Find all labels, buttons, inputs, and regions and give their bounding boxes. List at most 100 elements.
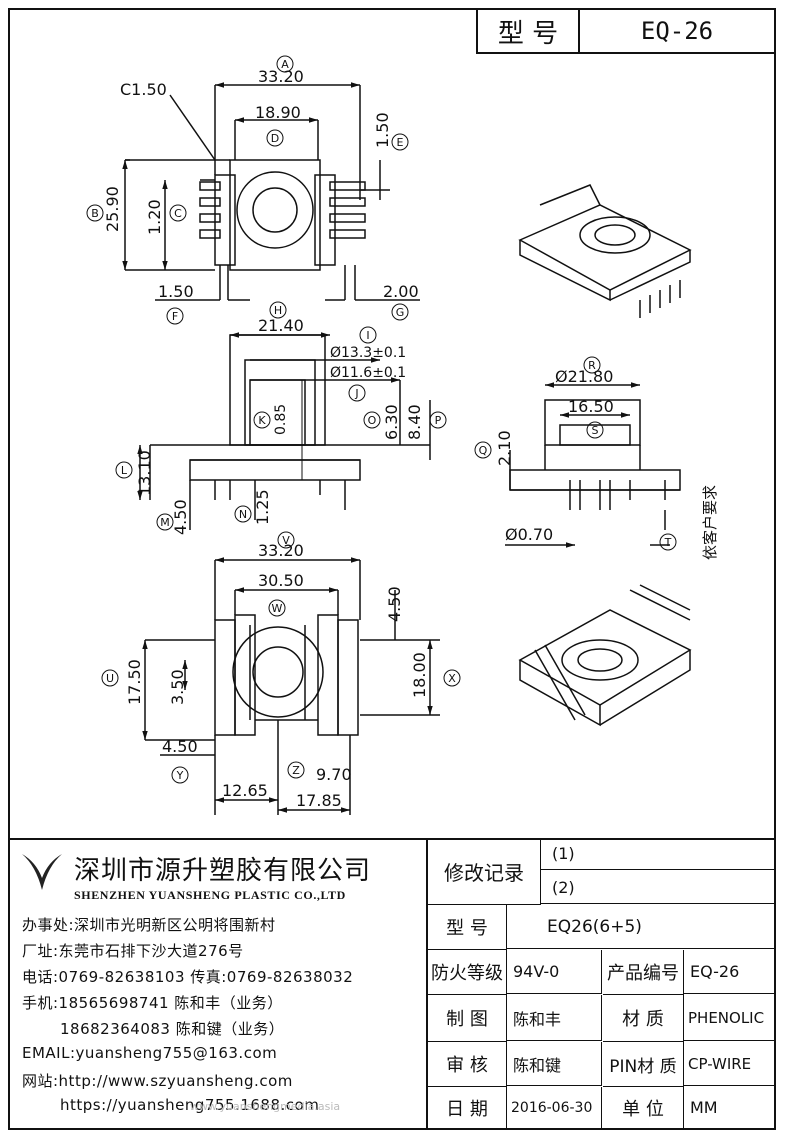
unit-label: 单 位 xyxy=(603,1087,684,1128)
bubble-h: H xyxy=(269,301,287,319)
dim-e450: 4.50 xyxy=(385,586,404,622)
unit-value: MM xyxy=(690,1098,718,1117)
revision-2: (2) xyxy=(540,871,776,904)
dim-b: 25.90 xyxy=(103,186,122,232)
dim-j: Ø11.6±0.1 xyxy=(330,365,406,381)
mobile-2: 18682364083 陈和键（业务） xyxy=(60,1020,285,1038)
dim-v: 33.20 xyxy=(258,541,304,560)
svg-text:Z: Z xyxy=(292,764,300,777)
svg-text:D: D xyxy=(271,132,279,145)
svg-text:V: V xyxy=(282,534,290,547)
dim-i: Ø13.3±0.1 xyxy=(330,345,406,361)
technical-drawing: 33.20 C1.50 18.90 1.50 25.90 1.20 1.50 2… xyxy=(86,55,719,815)
website-1: 网站:http://www.szyuansheng.com xyxy=(22,1072,293,1090)
dim-y: 4.50 xyxy=(162,737,198,756)
svg-text:O: O xyxy=(368,414,377,427)
front-view xyxy=(122,82,420,301)
company-name-cn: 深圳市源升塑胶有限公司 xyxy=(74,856,372,886)
svg-text:X: X xyxy=(448,672,456,685)
checked-by-label: 审 核 xyxy=(428,1042,507,1087)
material-value: PHENOLIC xyxy=(684,995,776,1041)
dim-k: 0.85 xyxy=(273,404,289,435)
dim-a1265: 12.65 xyxy=(222,781,268,800)
bubble-i: I xyxy=(359,326,377,344)
bubble-d: D xyxy=(266,129,284,147)
drawn-by-value: 陈和丰 xyxy=(507,995,602,1041)
bubble-e: E xyxy=(391,133,409,151)
company-name-en: SHENZHEN YUANSHENG PLASTIC CO.,LTD xyxy=(74,888,346,902)
svg-text:J: J xyxy=(354,387,358,400)
bubble-p: P xyxy=(429,411,447,429)
iso-view-top xyxy=(518,184,692,318)
website-2: https://yuansheng755.1688.com xyxy=(60,1096,320,1114)
bubble-u: U xyxy=(101,669,119,687)
note-customer: 依客户要求 xyxy=(701,485,719,560)
bubble-a: A xyxy=(276,55,294,73)
svg-text:T: T xyxy=(664,536,672,549)
dim-c: 1.20 xyxy=(145,199,164,235)
office-address: 办事处:深圳市光明新区公明将围新村 xyxy=(22,916,276,934)
pin-material-value: CP-WIRE xyxy=(684,1042,776,1086)
model-value: EQ26(6+5) xyxy=(507,905,776,949)
dim-m: 4.50 xyxy=(171,499,190,535)
fire-rating-value: 94V-0 xyxy=(507,950,602,994)
company-logo xyxy=(22,853,62,890)
bubble-j: J xyxy=(348,384,366,402)
svg-text:K: K xyxy=(258,414,266,427)
svg-text:Y: Y xyxy=(176,769,184,782)
dim-a: 33.20 xyxy=(258,67,304,86)
svg-text:N: N xyxy=(239,508,247,521)
bubble-c: C xyxy=(169,204,187,222)
email: EMAIL:yuansheng755@163.com xyxy=(22,1044,278,1062)
product-no-label: 产品编号 xyxy=(603,950,684,995)
info-block xyxy=(8,838,776,1130)
type-value-cell: EQ-26 xyxy=(640,17,714,45)
svg-text:C: C xyxy=(174,207,182,220)
bubble-s: S xyxy=(586,421,604,439)
spec-table: 修改记录 (1) (2) 型 号 EQ26(6+5) 防火等级 94V-0 产品… xyxy=(190,838,776,1130)
svg-text:R: R xyxy=(588,359,596,372)
dim-q: 2.10 xyxy=(495,430,514,466)
dim-s: 16.50 xyxy=(568,397,614,416)
fire-rating-label: 防火等级 xyxy=(428,950,507,995)
bottom-view xyxy=(142,557,440,815)
dim-w: 30.50 xyxy=(258,571,304,590)
bubble-v: V xyxy=(277,531,295,549)
factory-address: 厂址:东莞市石排下沙大道276号 xyxy=(22,942,244,960)
phone-fax: 电话:0769-82638103 传真:0769-82638032 xyxy=(22,968,354,986)
bubble-k: K xyxy=(253,411,271,429)
dim-l: 13.10 xyxy=(135,450,154,496)
dim-e: 1.50 xyxy=(373,112,392,148)
mobile-1: 手机:18565698741 陈和丰（业务） xyxy=(22,994,283,1012)
bubble-g: G xyxy=(391,303,409,321)
revision-1: (1) xyxy=(540,838,776,870)
bubble-b: B xyxy=(86,204,104,222)
model-label: 型 号 xyxy=(428,905,507,950)
bubble-f: F xyxy=(166,307,184,325)
dim-o: 6.30 xyxy=(382,404,401,440)
svg-text:Q: Q xyxy=(479,444,488,457)
material-label: 材 质 xyxy=(603,995,684,1042)
bubble-x: X xyxy=(443,669,461,687)
bubble-y: Y xyxy=(171,766,189,784)
dim-h: 21.40 xyxy=(258,316,304,335)
dim-x: 18.00 xyxy=(410,652,429,698)
date-label: 日 期 xyxy=(428,1087,507,1128)
title-block: 型 号 EQ-26 xyxy=(476,8,776,54)
bubble-w: W xyxy=(268,599,286,617)
svg-text:H: H xyxy=(274,304,282,317)
side-view xyxy=(137,332,431,530)
svg-text:W: W xyxy=(272,602,283,615)
dim-u: 17.50 xyxy=(125,659,144,705)
outer-frame xyxy=(8,8,776,1130)
dim-z: 9.70 xyxy=(316,765,352,784)
dim-p: 8.40 xyxy=(405,404,424,440)
svg-text:F: F xyxy=(172,310,178,323)
svg-text:E: E xyxy=(397,136,404,149)
dim-t: Ø0.70 xyxy=(505,525,553,544)
svg-text:U: U xyxy=(106,672,114,685)
product-no-value: EQ-26 xyxy=(684,950,776,994)
bubble-z: Z xyxy=(287,761,305,779)
dim-r: Ø21.80 xyxy=(555,367,613,386)
drawn-by-label: 制 图 xyxy=(428,995,507,1042)
